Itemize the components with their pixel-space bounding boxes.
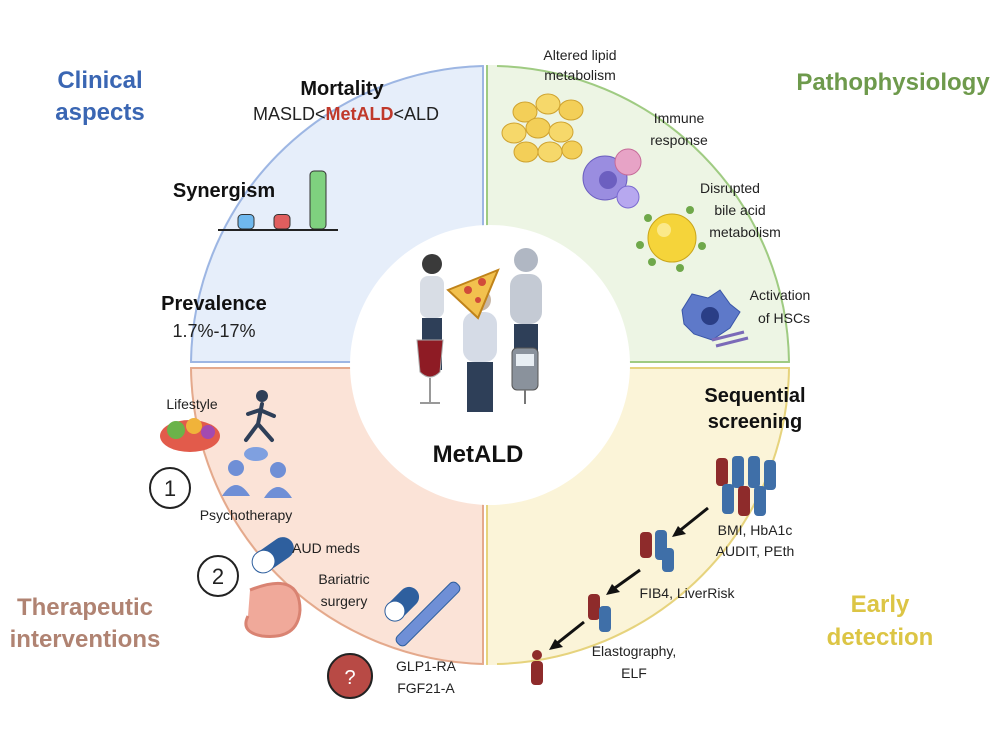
ring [189, 65, 790, 665]
arrow-2-head [606, 584, 620, 595]
wine-glass-icon [416, 339, 444, 404]
therapeutic-heading-2: interventions [10, 626, 161, 653]
clinical-heading-2: aspects [55, 99, 144, 126]
stage2-label: FIB4, LiverRisk [640, 585, 736, 601]
hsc-label-1: Activation [750, 287, 811, 303]
population-icon [716, 456, 776, 516]
arrow-1 [677, 506, 709, 534]
arrow-3 [554, 620, 585, 647]
glucometer-icon [511, 347, 539, 404]
screening-title-1: Sequential [704, 385, 805, 407]
center-title: MetALD [433, 441, 524, 468]
early-outline [496, 367, 790, 665]
psychotherapy-label: Psychotherapy [200, 507, 293, 523]
therapeutic-heading-1: Therapeutic [17, 594, 153, 621]
stage3-label-2: ELF [621, 665, 647, 681]
early-heading-1: Early [851, 591, 910, 618]
bariatric-label-1: Bariatric [318, 571, 369, 587]
question-badge [327, 653, 373, 699]
bile-label-1: Disrupted [700, 180, 760, 196]
glp1-label: GLP1-RA [396, 658, 457, 674]
stomach-icon [244, 581, 302, 638]
synergism-bar-3 [309, 170, 327, 230]
aud-meds-label: AUD meds [292, 540, 360, 556]
early-heading-2: detection [827, 624, 934, 651]
synergism-bar-2 [273, 214, 291, 230]
bariatric-label-2: surgery [321, 593, 368, 609]
lipid-label-2: metabolism [544, 67, 616, 83]
prevalence-title: Prevalence [161, 293, 267, 315]
lifestyle-label: Lifestyle [166, 396, 218, 412]
bile-label-3: metabolism [709, 224, 781, 240]
hsc-cell-icon [681, 289, 749, 348]
arrow-3-head [549, 639, 563, 650]
synergism-chart [237, 170, 327, 230]
clinical-heading-1: Clinical [57, 67, 142, 94]
screening-title-2: screening [708, 411, 802, 433]
synergism-bar-1 [237, 214, 255, 230]
lipid-droplets-icon [501, 93, 584, 163]
pill-icon [251, 537, 294, 574]
immune-label-1: Immune [654, 110, 705, 126]
immune-label-2: response [650, 132, 708, 148]
pill-2-icon [384, 586, 420, 622]
hsc-label-2: of HSCs [758, 310, 810, 326]
step-2-number: 2 [212, 564, 224, 589]
immune-cells-icon [582, 148, 642, 209]
step-2-badge [197, 555, 239, 597]
mortality-ranking: MASLD<MetALD<ALD [253, 104, 439, 124]
fgf21-label: FGF21-A [397, 680, 455, 696]
question-mark: ? [344, 667, 355, 689]
arrow-2 [611, 568, 641, 592]
step-1-number: 1 [164, 476, 176, 501]
stage3-label-1: Elastography, [592, 643, 677, 659]
arrow-1-head [672, 526, 686, 537]
runner-icon [244, 390, 276, 442]
psychotherapy-icon [222, 447, 292, 498]
healthy-food-icon [160, 418, 220, 452]
synergism-label: Synergism [173, 180, 275, 202]
early-detection-quadrant [486, 367, 790, 665]
lipid-label-1: Altered lipid [543, 47, 616, 63]
patho-outline [496, 65, 790, 363]
stage1-label-2: AUDIT, PEth [716, 543, 795, 559]
individual-icon [531, 650, 543, 685]
injection-pen-icon [395, 581, 461, 647]
bile-acid-icon [636, 206, 706, 272]
bile-label-2: bile acid [714, 202, 765, 218]
group-3-icon [588, 594, 611, 632]
step-1-badge [149, 467, 191, 509]
prevalence-value: 1.7%-17% [172, 321, 255, 341]
pathophysiology-heading: Pathophysiology [796, 69, 990, 96]
pizza-icon [446, 268, 500, 320]
mortality-title: Mortality [300, 78, 384, 100]
clinical-outline [190, 65, 484, 363]
stage1-label-1: BMI, HbA1c [718, 522, 793, 538]
group-2-icon [640, 530, 674, 572]
